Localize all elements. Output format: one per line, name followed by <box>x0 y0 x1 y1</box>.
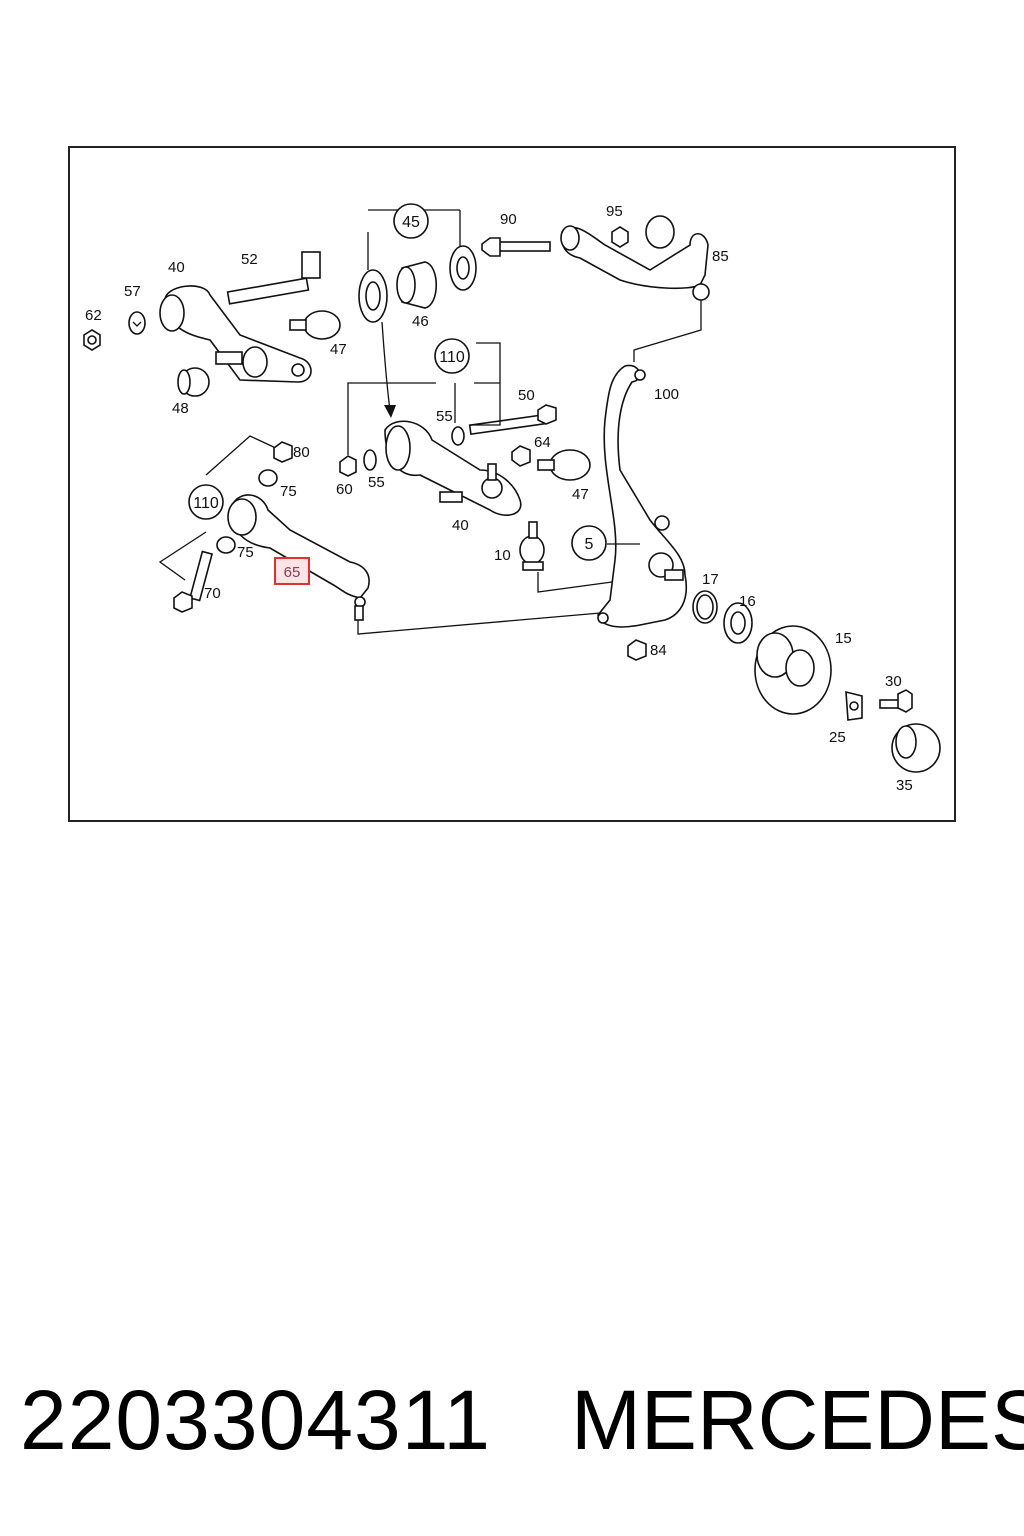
part-steering-knuckle-100 <box>597 364 687 628</box>
part-balljoint-47b <box>537 449 591 481</box>
part-nut-84 <box>627 639 647 661</box>
callout-40b: 40 <box>452 517 469 534</box>
callout-circle-110a: 110 <box>434 338 470 374</box>
svg-text:5: 5 <box>585 536 594 553</box>
callout-10: 10 <box>494 547 511 564</box>
callout-84: 84 <box>650 642 667 659</box>
callout-50: 50 <box>518 387 535 404</box>
part-clip-25 <box>845 690 863 721</box>
part-bolt-50 <box>468 404 557 436</box>
part-washer-57 <box>128 311 146 335</box>
callout-85: 85 <box>712 248 729 265</box>
callout-75a: 75 <box>280 483 297 500</box>
callout-55a: 55 <box>436 408 453 425</box>
callout-circle-5: 5 <box>571 525 607 561</box>
part-nut-95 <box>611 226 629 248</box>
callout-100: 100 <box>654 386 679 403</box>
callout-80: 80 <box>293 444 310 461</box>
callout-52: 52 <box>241 251 258 268</box>
callout-47b: 47 <box>572 486 589 503</box>
callout-70: 70 <box>204 585 221 602</box>
callout-57: 57 <box>124 283 141 300</box>
part-cap-35 <box>891 723 941 773</box>
part-balljoint-47a <box>289 310 341 340</box>
callout-48: 48 <box>172 400 189 417</box>
footer-caption: 2203304311 MERCEDES <box>20 1370 1024 1470</box>
callout-90: 90 <box>500 211 517 228</box>
callout-30: 30 <box>885 673 902 690</box>
part-washer-45b <box>449 245 477 291</box>
svg-text:65: 65 <box>284 564 301 581</box>
callout-62: 62 <box>85 307 102 324</box>
diagram-frame <box>68 146 956 822</box>
part-nut-60 <box>339 455 357 477</box>
callout-35: 35 <box>896 777 913 794</box>
svg-text:110: 110 <box>439 349 465 366</box>
callout-65-highlighted[interactable]: 65 <box>274 557 310 585</box>
part-washer-55b <box>363 449 377 471</box>
part-upper-arm-85 <box>560 215 710 301</box>
callout-46: 46 <box>412 313 429 330</box>
callout-47a: 47 <box>330 341 347 358</box>
part-control-arm-65 <box>227 494 370 621</box>
callout-circle-45: 45 <box>393 203 429 239</box>
svg-text:45: 45 <box>402 214 420 231</box>
callout-25: 25 <box>829 729 846 746</box>
callout-75b: 75 <box>237 544 254 561</box>
part-bolt-90 <box>481 237 551 257</box>
part-arm-40-upper <box>159 285 312 383</box>
exploded-parts-diagram: 45 110 110 5 62 57 40 52 47 48 46 90 95 … <box>83 203 941 794</box>
part-bearing-16 <box>723 602 753 644</box>
part-nut-80 <box>273 441 293 463</box>
part-bolt-52 <box>226 251 321 305</box>
part-bolt-30 <box>879 689 913 713</box>
svg-text:110: 110 <box>193 495 219 512</box>
part-washer-75a <box>258 469 278 487</box>
callout-circle-110b: 110 <box>188 484 224 520</box>
callout-16: 16 <box>739 593 756 610</box>
part-arm-40-lower <box>384 420 522 516</box>
part-number: 2203304311 <box>20 1372 491 1467</box>
callout-95: 95 <box>606 203 623 220</box>
brand-name: MERCEDES <box>570 1372 1024 1467</box>
part-washer-45a <box>358 269 388 323</box>
part-bushing-46 <box>396 261 437 309</box>
part-nut-62 <box>83 329 101 351</box>
callout-55b: 55 <box>368 474 385 491</box>
part-nut-64 <box>511 445 531 467</box>
part-washer-75b <box>216 536 236 554</box>
part-balljoint-10 <box>519 521 545 571</box>
callout-60: 60 <box>336 481 353 498</box>
part-seal-17 <box>692 590 718 624</box>
callout-17: 17 <box>702 571 719 588</box>
callout-64: 64 <box>534 434 551 451</box>
callout-40a: 40 <box>168 259 185 276</box>
callout-15: 15 <box>835 630 852 647</box>
part-washer-55a <box>451 426 465 446</box>
part-bolt-70 <box>173 550 214 613</box>
part-bushing-48 <box>177 367 210 397</box>
part-wheel-hub-15 <box>754 625 832 715</box>
